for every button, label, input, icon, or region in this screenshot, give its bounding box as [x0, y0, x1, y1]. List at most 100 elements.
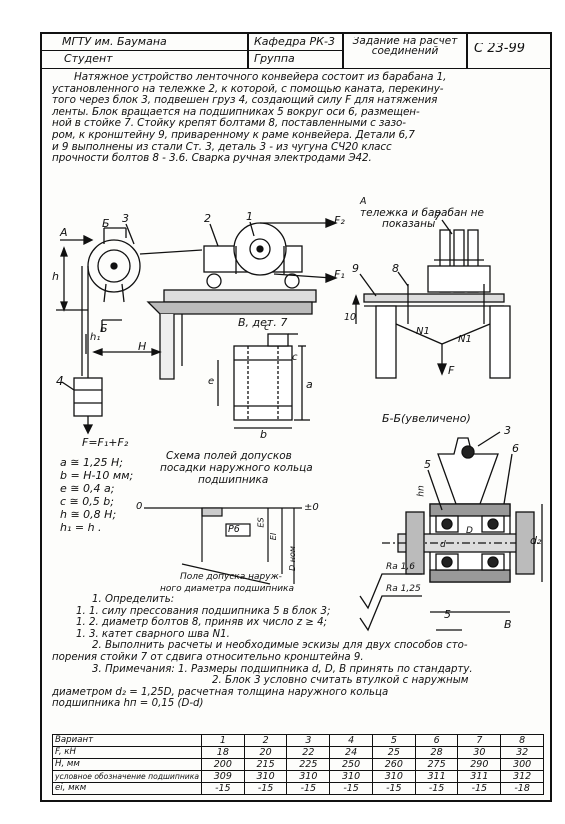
table-cell: 18 [200, 746, 245, 759]
table-cell: -15 [457, 782, 502, 795]
table-header-cell: 4 [329, 734, 373, 747]
table-header-cell: 5 [371, 734, 416, 747]
sec-width-b-label: В [504, 618, 512, 631]
detail-7-title: В, дет. 7 [238, 316, 288, 329]
task-line: диаметром d₂ = 1,25D, расчетная толщина … [52, 686, 389, 698]
table-header-cell: 7 [457, 734, 502, 747]
description-line: ром, к кронштейну 9, приваренному к раме… [52, 128, 415, 141]
tolerance-scheme [144, 507, 302, 585]
table-cell: 20 [243, 746, 288, 759]
task-line: 1. 2. диаметр болтов 8, приняв их число … [76, 617, 327, 629]
table-header-cell: 8 [500, 734, 544, 747]
table-header-cell: 6 [414, 734, 459, 747]
table-header-cell: Вариант [52, 734, 202, 747]
dim-a: a [306, 378, 313, 391]
table-cell: 310 [329, 770, 373, 783]
formula: b = H-10 мм; [60, 469, 134, 482]
table-cell: 310 [371, 770, 416, 783]
table-cell: -15 [243, 782, 288, 795]
part-2-label: 2 [204, 212, 211, 225]
table-cell: 215 [243, 758, 288, 771]
table-cell: -18 [500, 782, 544, 795]
description-line: прочности болтов 8 - 3.6. Сварка ручная … [52, 152, 372, 165]
sec-d2-label: d₂ [530, 534, 542, 547]
task-line: 3. Примечания: 1. Размеры подшипника d, … [92, 663, 473, 675]
formula: h ≅ 0,8 H; [60, 508, 117, 521]
part-8-label: 8 [392, 262, 399, 275]
task-line: порения стойки 7 от сдвига относительно … [52, 651, 364, 663]
table-cell: 311 [457, 770, 502, 783]
task-title: Задание на расчет соединений [352, 37, 458, 56]
dim-h1-label: h₁ [90, 332, 101, 343]
part-7-label: 7 [434, 210, 441, 223]
table-header-row: Вариант 1 2 3 4 5 6 7 8 [52, 734, 544, 747]
table-row: условное обозначение подшипника 309 310 … [52, 770, 544, 783]
task-line: 1. 3. катет сварного шва N1. [76, 628, 230, 640]
table-row: F, кН 18 20 22 24 25 28 30 32 [52, 746, 544, 759]
table-row-label: условное обозначение подшипника [52, 770, 202, 783]
formula: a ≅ 1,25 H; [60, 456, 123, 469]
table-cell: 30 [457, 746, 502, 759]
force-f1-label: F₁ [334, 268, 345, 281]
table-cell: 260 [371, 758, 416, 771]
p6-field-label: P6 [228, 524, 240, 535]
table-row: Н, мм 200 215 225 250 260 275 290 300 [52, 758, 544, 771]
sec-part-5-bottom-label: 5 [444, 608, 451, 621]
student-label: Студент [64, 53, 113, 65]
table-cell: 275 [414, 758, 459, 771]
table-row: ei, мкм -15 -15 -15 -15 -15 -15 -15 -18 [52, 782, 544, 795]
table-header-cell: 3 [286, 734, 331, 747]
description-line: установленного на тележке 2, к которой, … [52, 82, 444, 95]
part-1-label: 1 [246, 210, 253, 223]
sec-d-label: d [440, 540, 446, 550]
sec-D-label: D [466, 526, 473, 536]
table-cell: -15 [329, 782, 373, 795]
tolerance-title: Схема полей допусков [166, 450, 292, 462]
dim-c-top: c [264, 322, 270, 333]
table-cell: 309 [200, 770, 245, 783]
view-a-drawing [352, 219, 511, 379]
weld-n1-left: N1 [416, 326, 430, 337]
table-cell: 200 [200, 758, 245, 771]
formula: h₁ = h . [60, 521, 102, 534]
part-3-label: 3 [122, 212, 129, 225]
task-description: Натяжное устройство ленточного конвейера… [52, 71, 544, 165]
roughness-16: Ra 1,6 [386, 562, 415, 572]
mechanism-drawing [56, 218, 338, 435]
zero-line-label: 0 [136, 501, 143, 512]
dim-c-side: c [292, 352, 298, 363]
tolerance-title-3: подшипника [198, 474, 269, 486]
formula: c ≅ 0,5 b; [60, 495, 114, 508]
tolerance-title-2: посадки наружного кольца [160, 462, 313, 474]
sec-part-3-label: 3 [504, 424, 511, 437]
table-cell: 310 [286, 770, 331, 783]
task-line: подшипника hп = 0,15 (D-d) [52, 698, 204, 710]
table-cell: 28 [414, 746, 459, 759]
variants-table: Вариант 1 2 3 4 5 6 7 8 F, кН 18 20 22 2… [52, 734, 544, 795]
table-header-cell: 2 [243, 734, 288, 747]
table-cell: 225 [286, 758, 331, 771]
table-cell: 22 [286, 746, 331, 759]
dim-H-label: H [138, 340, 147, 353]
part-4-label: 4 [56, 374, 64, 388]
title-block: МГТУ им. Баумана Кафедра РК-3 Студент Гр… [42, 34, 550, 69]
view-a-note: тележка и барабан не [360, 207, 484, 219]
task-code: С 23-99 [474, 43, 525, 55]
table-cell: -15 [200, 782, 245, 795]
section-bb-drawing [359, 431, 543, 632]
table-cell: 310 [243, 770, 288, 783]
table-cell: 300 [500, 758, 544, 771]
roughness-125: Ra 1,25 [386, 584, 421, 594]
description-line: того через блок 3, подвешен груз 4, созд… [52, 94, 438, 107]
force-sum-label: F=F₁+F₂ [82, 436, 129, 449]
dim-b: b [260, 428, 267, 441]
section-b-mark: Б [102, 217, 110, 230]
table-header-cell: 1 [200, 734, 245, 747]
table-cell: 24 [329, 746, 373, 759]
table-row-label: F, кН [52, 746, 202, 759]
outer-field-label-2: ного диаметра подшипника [160, 584, 294, 594]
arrow-a-label: А [60, 226, 68, 239]
sec-hn-label: hn [416, 485, 427, 497]
table-cell: -15 [414, 782, 459, 795]
table-cell: 32 [500, 746, 544, 759]
